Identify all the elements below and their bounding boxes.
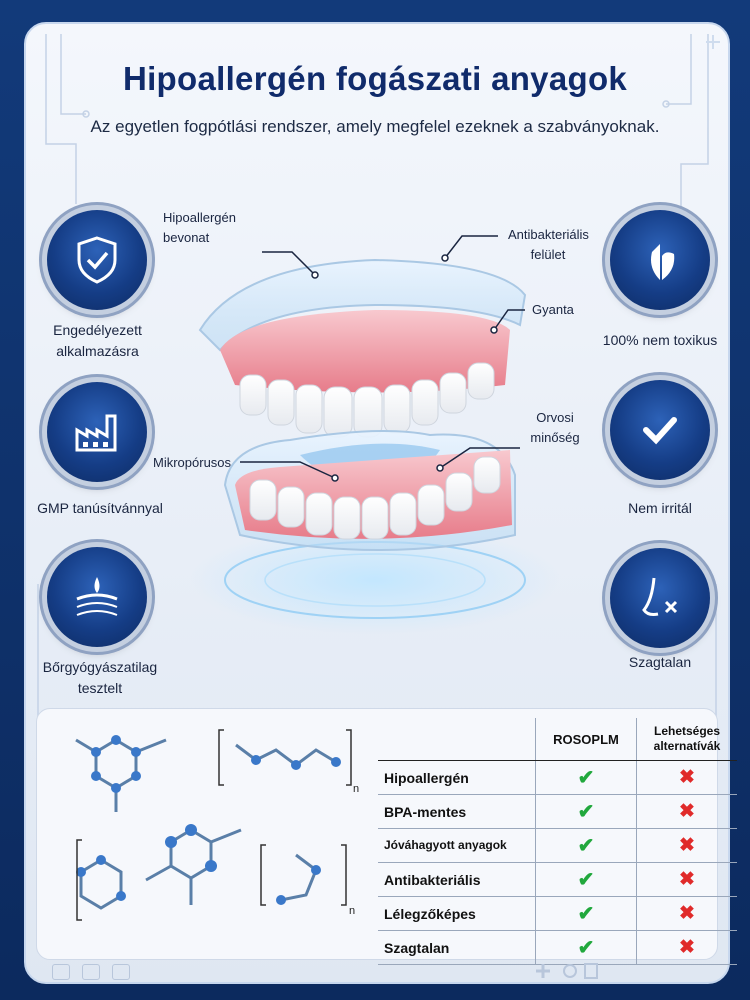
row-label: Jóváhagyott anyagok xyxy=(378,828,536,863)
badge-approved-label: Engedélyezett alkalmazásra xyxy=(53,322,142,359)
callout-coating: Hipoallergén bevonat xyxy=(163,210,236,245)
cross-icon: ✖ xyxy=(636,862,737,897)
footer-decor-icon xyxy=(82,964,100,980)
denture-illustration xyxy=(190,258,560,635)
table-row: Antibakteriális ✔ ✖ xyxy=(378,862,737,897)
table-header-alt: Lehetséges alternatívák xyxy=(636,718,737,761)
callout-resin: Gyanta xyxy=(532,302,574,317)
cross-icon: ✖ xyxy=(636,930,737,965)
footer-decor-icon xyxy=(52,964,70,980)
comparison-table: ROSOPLM Lehetséges alternatívák Hipoalle… xyxy=(378,718,737,965)
subscript-n-1: n xyxy=(353,783,359,795)
table-row: Hipoallergén ✔ ✖ xyxy=(378,760,737,795)
badge-gmp xyxy=(47,382,147,482)
table-row: Jóváhagyott anyagok ✔ ✖ xyxy=(378,828,737,863)
skin-layer-icon xyxy=(76,577,118,616)
circuit-decoration xyxy=(37,34,720,724)
check-icon: ✔ xyxy=(535,896,637,931)
footer-decor-icon xyxy=(112,964,130,980)
check-icon: ✔ xyxy=(535,760,637,795)
table-header-ours: ROSOPLM xyxy=(535,718,637,761)
page-subtitle: Az egyetlen fogpótlási rendszer, amely m… xyxy=(90,117,660,136)
shield-check-icon xyxy=(77,236,117,284)
subscript-n-2: n xyxy=(349,905,355,917)
cross-icon: ✖ xyxy=(636,896,737,931)
badge-nontoxic-label: 100% nem toxikus xyxy=(602,332,718,348)
check-icon: ✔ xyxy=(535,828,637,863)
molecule-illustration: n n xyxy=(75,729,359,921)
callout-microporous: Mikropórusos xyxy=(153,455,232,470)
cross-icon: ✖ xyxy=(636,828,737,863)
table-header-blank xyxy=(378,718,536,761)
badge-nonirritant-label: Nem irritál xyxy=(628,500,692,516)
factory-icon xyxy=(75,414,117,452)
badge-odorless-label: Szagtalan xyxy=(628,654,692,670)
leaf-icon xyxy=(651,244,675,280)
check-icon: ✔ xyxy=(535,930,637,965)
table-row: Lélegzőképes ✔ ✖ xyxy=(378,896,737,931)
table-row: BPA-mentes ✔ ✖ xyxy=(378,794,737,829)
badge-odorless xyxy=(610,548,710,648)
check-icon: ✔ xyxy=(535,862,637,897)
footer-medical-icons xyxy=(536,963,598,979)
badge-dermatology xyxy=(47,547,147,647)
badge-approved xyxy=(47,210,147,310)
nose-x-icon xyxy=(642,577,678,616)
row-label: Szagtalan xyxy=(378,930,536,965)
cross-icon: ✖ xyxy=(636,760,737,795)
cross-icon: ✖ xyxy=(636,794,737,829)
row-label: Hipoallergén xyxy=(378,760,536,795)
row-label: Antibakteriális xyxy=(378,862,536,897)
badge-gmp-label: GMP tanúsítvánnyal xyxy=(37,500,163,516)
badge-dermatology-label: Bőrgyógyászatilag tesztelt xyxy=(42,659,158,696)
table-row: Szagtalan ✔ ✖ xyxy=(378,930,737,965)
badge-nontoxic xyxy=(610,210,710,310)
callout-medical: Orvosi minőség xyxy=(530,410,580,445)
callout-antibacterial: Antibakteriális felület xyxy=(508,227,589,262)
badge-nonirritant xyxy=(610,380,710,480)
checkmark-icon xyxy=(643,417,677,445)
row-label: Lélegzőképes xyxy=(378,896,536,931)
page-title: Hipoallergén fogászati anyagok xyxy=(122,60,628,97)
check-icon: ✔ xyxy=(535,794,637,829)
row-label: BPA-mentes xyxy=(378,794,536,829)
